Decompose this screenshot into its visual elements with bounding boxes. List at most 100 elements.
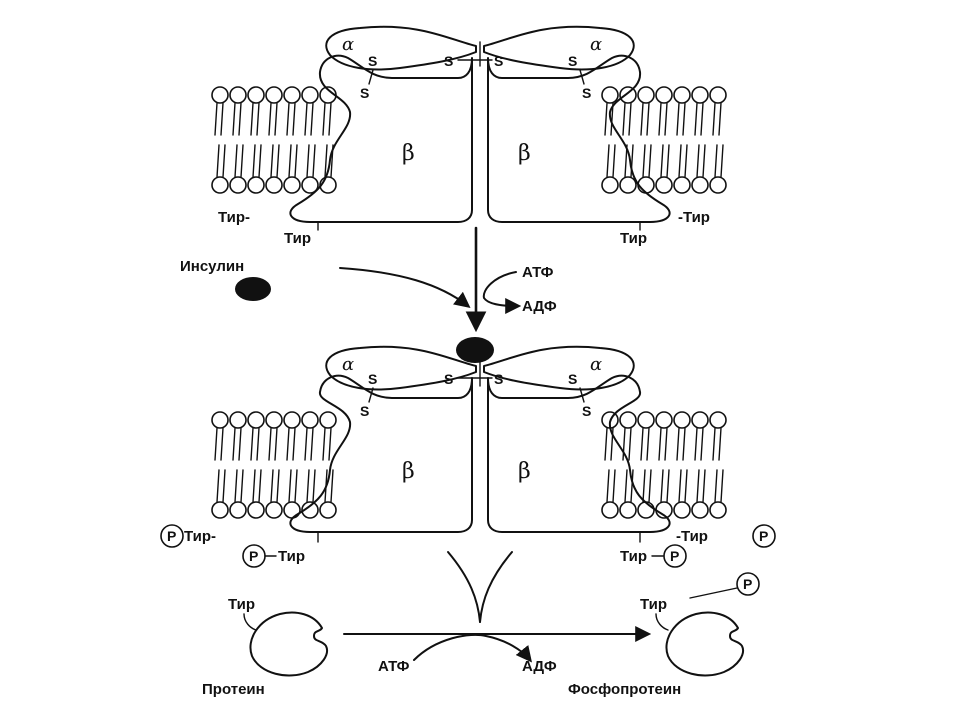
lipid-tail	[640, 427, 650, 461]
lipid-head	[319, 501, 337, 519]
atp-label-substrate: АТФ	[378, 658, 410, 675]
ss-bond-right-top	[579, 69, 585, 85]
phosphoprotein-label: Фосфопротеин	[568, 681, 681, 698]
lipid-head	[637, 411, 655, 429]
phosphate-label-left-2: P	[249, 548, 258, 564]
lipid-tail	[660, 469, 670, 503]
substrate-phosphorylation: Тир Протеин АТФ АДФ P Тир Фосфопротеин	[202, 551, 760, 698]
lipid-tail	[214, 102, 224, 136]
lipid-tail	[696, 144, 706, 178]
lipid-tail	[694, 102, 704, 136]
lipid-head	[601, 176, 619, 194]
phosphate-label-product: P	[743, 576, 752, 592]
lipid-tail	[676, 102, 686, 136]
beta-label-right-bottom: β	[518, 459, 531, 484]
lipid-head	[229, 411, 247, 429]
sulfur-center-right-bottom: S	[494, 371, 503, 387]
beta-subunit-right-top	[487, 54, 671, 223]
sulfur-right-lower-top: S	[582, 85, 591, 101]
lipid-head	[211, 86, 229, 104]
beta-subunit-left-bottom	[289, 374, 473, 533]
phosphoprotein-tyr-link	[655, 613, 669, 631]
lipid-head	[229, 86, 247, 104]
lipid-head	[601, 501, 619, 519]
sulfur-right-upper-top: S	[568, 53, 577, 69]
lipid-tail	[268, 427, 278, 461]
lipid-tail	[232, 427, 242, 461]
alpha-subunit-right-bottom	[483, 345, 635, 391]
lipid-tail	[252, 144, 262, 178]
lipid-tail	[234, 469, 244, 503]
protein-tyr-link	[243, 613, 257, 631]
lipid-head	[211, 176, 229, 194]
atp-label-activation: АТФ	[522, 264, 554, 281]
lipid-tail	[712, 102, 722, 136]
lipid-head	[211, 411, 229, 429]
lipid-head	[619, 411, 637, 429]
tyr-left-bottom-bottom: Тир	[278, 548, 305, 565]
insulin-label: Инсулин	[180, 258, 244, 275]
lipid-head	[637, 501, 655, 519]
tyr-left-side-bottom: Тир-	[184, 528, 216, 545]
beta-label-left-bottom: β	[402, 459, 415, 484]
lipid-tail	[658, 102, 668, 136]
lipid-tail	[216, 469, 226, 503]
lipid-tail	[622, 427, 632, 461]
lipid-head	[301, 411, 319, 429]
lipid-tail	[304, 102, 314, 136]
lipid-tail	[304, 427, 314, 461]
lipid-head	[229, 176, 247, 194]
lipid-head	[301, 86, 319, 104]
lipid-head	[601, 86, 619, 104]
lipid-head	[301, 176, 319, 194]
lipid-tail	[250, 102, 260, 136]
receptor-inactive: α α β β S S S S S S Тир- Тир -Тир Тир	[211, 25, 727, 247]
lipid-tail	[658, 427, 668, 461]
converge-left-arm	[447, 551, 481, 623]
beta-label-right-top: β	[518, 141, 531, 166]
protein-shape	[249, 611, 328, 677]
activation-step: Инсулин АТФ АДФ	[180, 226, 557, 363]
alpha-subunit-left-top	[325, 25, 477, 71]
lipid-tail	[604, 102, 614, 136]
lipid-tail	[642, 144, 652, 178]
lipid-tail	[286, 102, 296, 136]
lipid-head	[691, 411, 709, 429]
lipid-head	[619, 501, 637, 519]
receptor-active: α α β β S S S S S S P Тир- P Тир -Тир P …	[160, 345, 776, 568]
lipid-tail	[270, 144, 280, 178]
lipid-tail	[232, 102, 242, 136]
lipid-tail	[250, 427, 260, 461]
lipid-head	[691, 176, 709, 194]
lipid-head	[247, 86, 265, 104]
sulfur-left-lower-bottom: S	[360, 403, 369, 419]
lipid-head	[673, 86, 691, 104]
lipid-tail	[678, 469, 688, 503]
lipid-tail	[640, 102, 650, 136]
lipid-tail	[642, 469, 652, 503]
lipid-head	[673, 176, 691, 194]
atp-adp-arrow-activation	[482, 271, 522, 314]
lipid-head	[247, 176, 265, 194]
phosphate-label-right-1: P	[759, 528, 768, 544]
lipid-head	[619, 176, 637, 194]
phosphate-bond-product	[689, 587, 738, 599]
lipid-head	[301, 501, 319, 519]
alpha-label-left-top: α	[342, 34, 354, 55]
alpha-subunit-left-bottom	[325, 345, 477, 391]
lipid-head	[319, 411, 337, 429]
lipid-tail	[306, 144, 316, 178]
phosphate-circle-right-2	[663, 544, 687, 568]
lipid-tail	[268, 102, 278, 136]
insulin-binding-arrow	[339, 267, 471, 308]
lipid-tail	[606, 469, 616, 503]
lipid-head	[655, 411, 673, 429]
sulfur-right-lower-bottom: S	[582, 403, 591, 419]
lipid-head	[265, 176, 283, 194]
lipid-head	[283, 411, 301, 429]
phosphate-label-left-1: P	[167, 528, 176, 544]
lipid-tail	[676, 427, 686, 461]
phosphate-circle-product	[736, 572, 760, 596]
lipid-head	[265, 86, 283, 104]
